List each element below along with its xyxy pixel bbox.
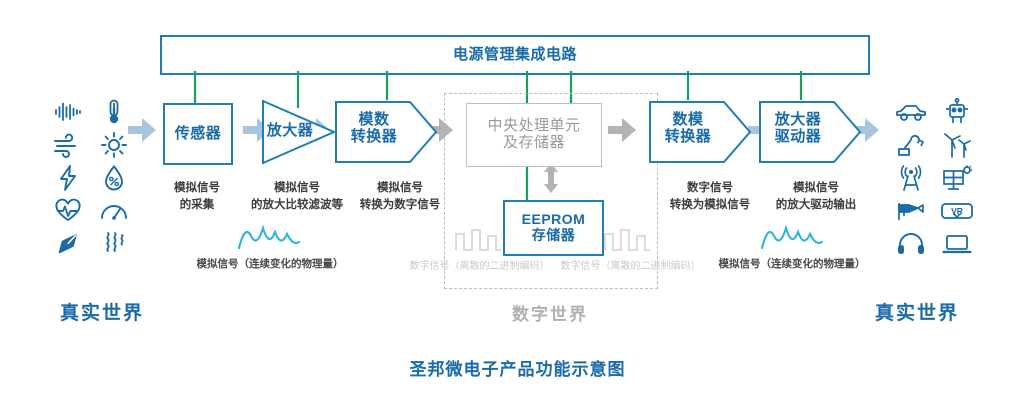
digital-signal-caption-right: 数字信号（离散的二进制编码） <box>560 261 701 272</box>
caption-sensor: 模拟信号 的采集 <box>174 182 220 211</box>
caption-driver: 模拟信号 的放大驱动输出 <box>775 182 857 211</box>
block-eeprom-label: EEPROM 存储器 <box>521 211 586 243</box>
block-driver-label: 放大器 驱动器 <box>774 111 822 145</box>
vr-headset-icon: VR <box>941 202 973 219</box>
block-amplifier-label: 放大器 <box>266 122 314 139</box>
power-management-ic-block: 电源管理集成电路 <box>160 35 870 75</box>
block-dac-label: 数模 转换器 <box>664 111 712 145</box>
car-icon <box>896 104 926 121</box>
input-icon-grid <box>45 95 137 260</box>
power-connector-lines <box>193 71 803 108</box>
signal-tower-icon <box>900 164 922 191</box>
caption-dac: 数字信号 转换为模拟信号 <box>669 182 751 211</box>
wind-turbine-icon <box>944 132 971 158</box>
analog-sine-wave-left <box>237 224 301 250</box>
gauge-icon <box>101 204 127 220</box>
robot-arm-icon <box>898 134 924 156</box>
analog-signal-caption-right: 模拟信号（连续变化的物理量） <box>718 258 866 270</box>
output-icon-grid: VR <box>888 95 980 260</box>
block-sensor-label: 传感器 <box>174 124 222 142</box>
block-cpu-label: 中央处理单元 及存储器 <box>487 117 581 151</box>
caption-adc: 模拟信号 转换为数字信号 <box>359 182 441 211</box>
solar-panel-icon <box>943 165 972 190</box>
robot-icon <box>946 97 968 123</box>
humidity-drop-icon <box>105 164 123 190</box>
lightning-icon <box>60 164 76 191</box>
caption-amplifier: 模拟信号 的放大比较滤波等 <box>251 182 343 211</box>
heartbeat-icon <box>55 198 81 221</box>
vibration-icon <box>106 231 124 252</box>
real-world-label-right: 真实世界 <box>875 303 960 324</box>
block-sensor[interactable]: 传感器 <box>163 103 233 165</box>
block-eeprom[interactable]: EEPROM 存储器 <box>503 200 604 256</box>
analog-sine-wave-right <box>760 224 824 250</box>
headphones-icon <box>898 232 924 254</box>
block-amplifier[interactable] <box>260 98 338 166</box>
laptop-icon <box>942 234 972 253</box>
block-dac[interactable] <box>648 100 752 164</box>
block-driver[interactable] <box>758 100 862 164</box>
digital-signal-caption-left: 数字信号（离散的二进制编码） <box>409 261 550 272</box>
block-adc-label: 模数 转换器 <box>350 111 398 145</box>
wind-icon <box>54 133 76 158</box>
compass-icon <box>58 233 77 253</box>
sound-wave-icon <box>55 102 81 121</box>
thermometer-icon <box>109 99 119 123</box>
digital-world-zone <box>444 93 658 289</box>
sun-icon <box>101 131 127 158</box>
security-camera-icon <box>898 202 924 220</box>
power-management-ic-label: 电源管理集成电路 <box>452 45 577 63</box>
svg-text:VR: VR <box>951 206 963 216</box>
digital-square-wave-left <box>455 229 501 251</box>
analog-signal-caption-left: 模拟信号（连续变化的物理量） <box>196 258 344 270</box>
block-adc[interactable] <box>334 100 438 164</box>
diagram-title: 圣邦微电子产品功能示意图 <box>409 360 626 379</box>
digital-square-wave-right <box>604 229 650 251</box>
digital-world-label: 数字世界 <box>512 305 588 324</box>
cpu-eeprom-bidirectional-arrow <box>544 163 558 193</box>
real-world-label-left: 真实世界 <box>60 303 145 324</box>
block-cpu[interactable]: 中央处理单元 及存储器 <box>466 103 602 167</box>
